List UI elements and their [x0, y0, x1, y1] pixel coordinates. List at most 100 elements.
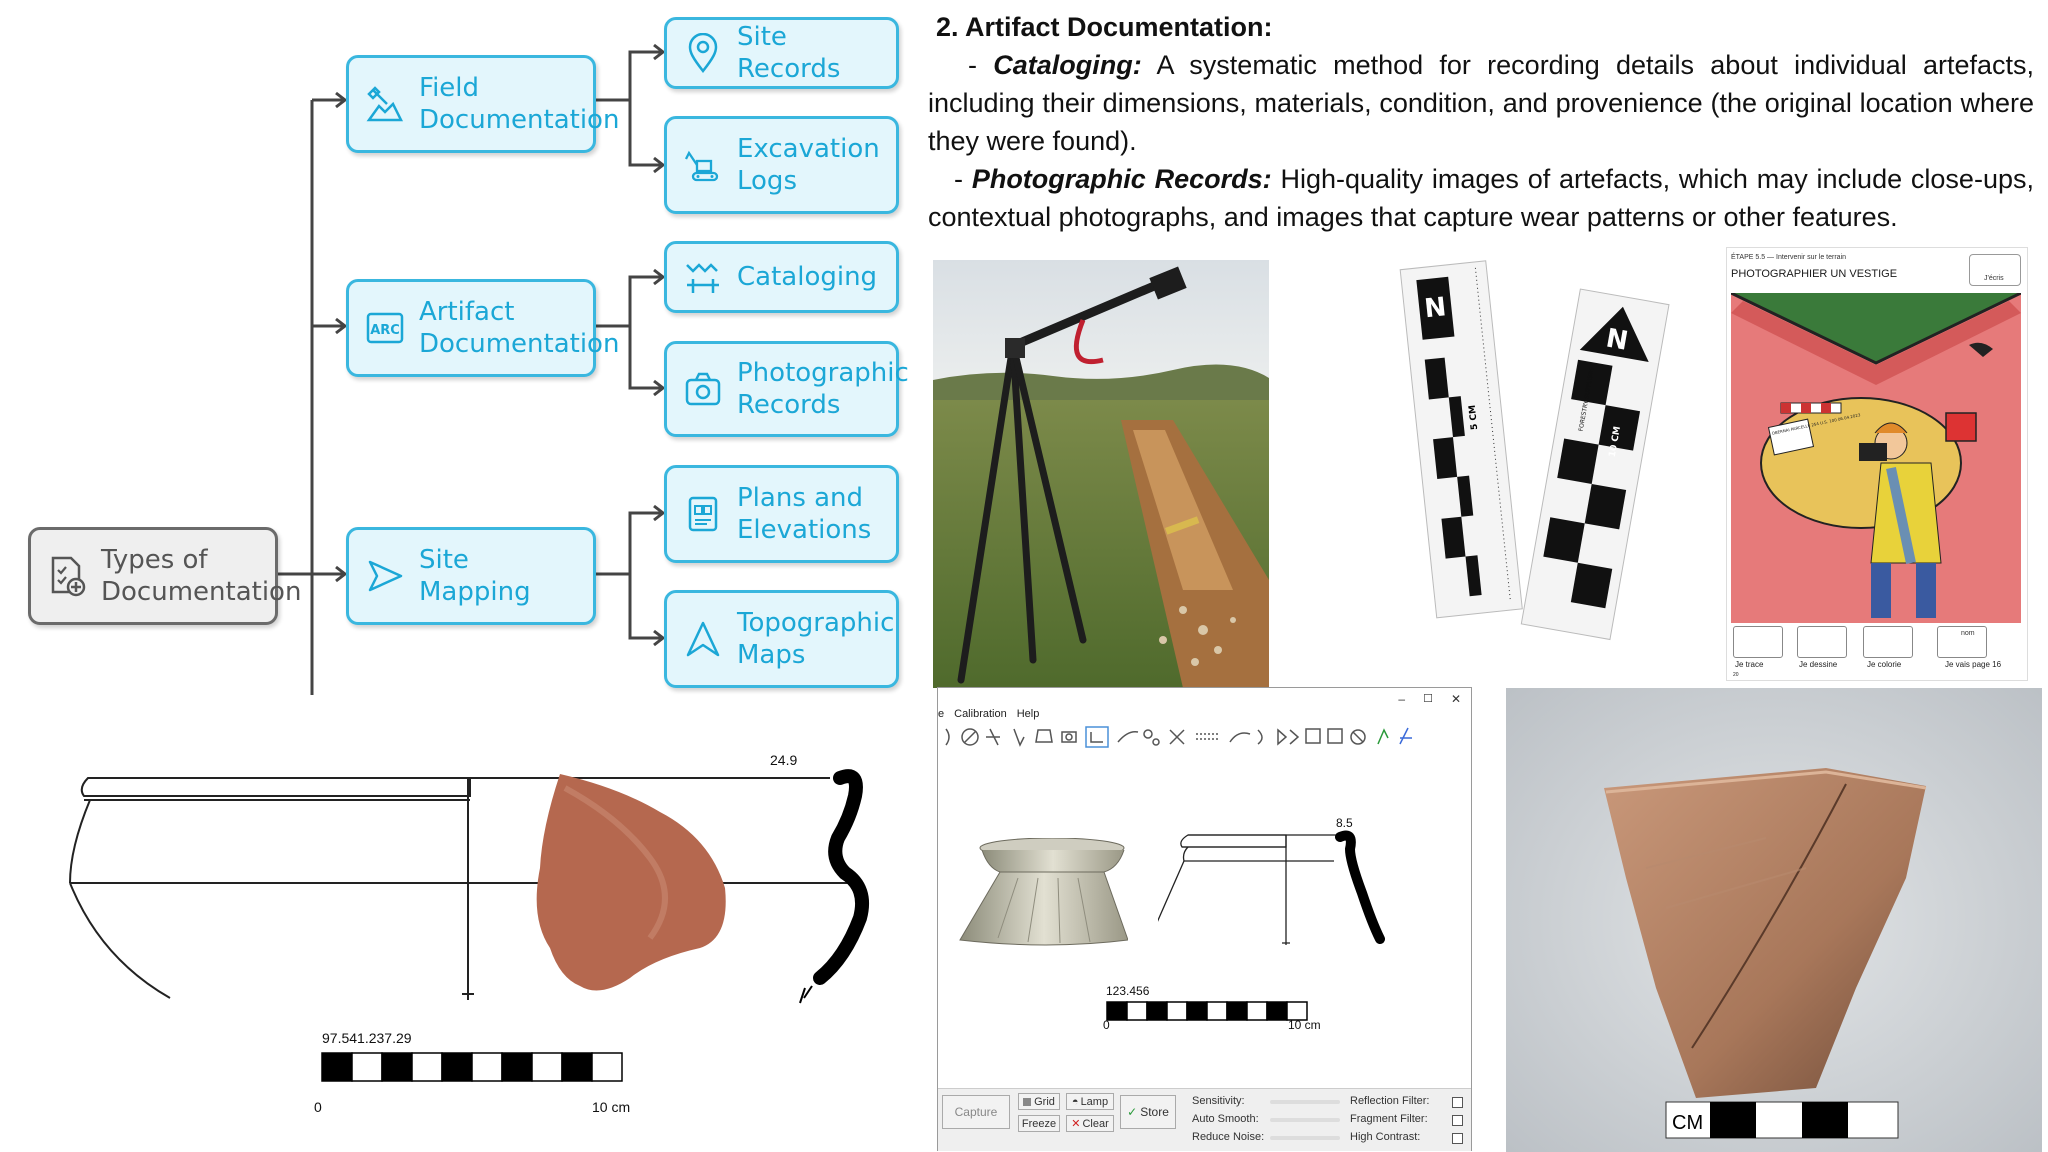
minimize-button[interactable]: – [1398, 692, 1405, 706]
north-letter-left: N [1423, 292, 1448, 324]
step-box-trace [1733, 626, 1783, 658]
clear-button[interactable]: ✕Clear [1066, 1115, 1114, 1132]
sherd-scale-label: CM [1672, 1112, 1703, 1134]
vessel-scale-end: 10 cm [1288, 1018, 1321, 1032]
cataloging-body: A systematic method for recording detail… [928, 50, 2034, 156]
toolbar[interactable] [938, 724, 1471, 750]
sensitivity-label: Sensitivity: [1192, 1095, 1245, 1107]
root-label: Types of Documentation [101, 545, 302, 607]
photographic-term: Photographic Records: [971, 164, 1272, 194]
section-heading: 2. Artifact Documentation: [936, 12, 1273, 42]
field-tripod-photo [933, 260, 1269, 688]
cataloging-paragraph: - Cataloging: A systematic method for re… [928, 50, 2034, 156]
leaf-excavation-logs[interactable]: Excavation Logs [664, 116, 899, 214]
step-label-page: Je vais page 16 [1945, 660, 2002, 669]
scale-end-label: 10 cm [592, 1099, 630, 1115]
vessel-3d-render [959, 838, 1128, 946]
reduce-noise-label: Reduce Noise: [1192, 1131, 1265, 1143]
step-label-trace: Je trace [1735, 660, 1764, 669]
photographic-body: High-quality images of artefacts, which … [928, 164, 2034, 232]
auto-smooth-slider[interactable] [1270, 1118, 1340, 1122]
svg-text:ARC: ARC [370, 323, 400, 338]
leaf-topographic-maps[interactable]: Topographic Maps [664, 590, 899, 688]
worksheet-nom: nom [1961, 630, 1975, 637]
terrain-triangle-icon [681, 617, 725, 661]
step-label-colorie: Je colorie [1867, 660, 1902, 669]
grid-button[interactable]: Grid [1018, 1093, 1060, 1110]
diagram-connectors [276, 43, 666, 695]
lamp-icon: ◓ [1071, 1095, 1079, 1108]
scale-left-label: 5 CM [1468, 404, 1481, 430]
vessel-catalog-number: 123.456 [1106, 984, 1150, 998]
cataloging-term: Cataloging [993, 50, 1133, 80]
artifact-documentation-text: 2. Artifact Documentation: - Cataloging:… [928, 8, 2034, 236]
leaf-plans-and-elevations[interactable]: Plans and Elevations [664, 465, 899, 563]
category-label: Field Documentation [419, 73, 620, 135]
control-panel: Capture Grid ◓Lamp Freeze ✕Clear ✓Store … [938, 1088, 1471, 1151]
leaf-label: Photographic Records [737, 358, 909, 420]
leaf-label: Excavation Logs [737, 134, 880, 196]
clear-icon: ✕ [1071, 1118, 1081, 1130]
leaf-label: Plans and Elevations [737, 483, 872, 545]
scale-bar [321, 1052, 623, 1082]
vessel-scale-start: 0 [1103, 1018, 1110, 1032]
checklist-add-icon [45, 554, 89, 598]
leaf-label: Site Records [737, 22, 841, 84]
store-button[interactable]: ✓Store [1120, 1095, 1176, 1129]
step-box-colorie [1863, 626, 1913, 658]
reduce-noise-slider[interactable] [1270, 1136, 1340, 1140]
pottery-profile-drawing: 24.9 97.541.237.29 0 10 cm [60, 748, 900, 1128]
menu-file[interactable]: e [938, 708, 945, 720]
category-site-mapping[interactable]: Site Mapping [346, 527, 596, 625]
excavator-icon [681, 143, 725, 187]
reflection-filter-checkbox[interactable] [1452, 1097, 1463, 1108]
worksheet-ecris-box: J'écris [1969, 254, 2021, 286]
leaf-site-records[interactable]: Site Records [664, 17, 899, 89]
maximize-button[interactable]: ☐ [1423, 693, 1433, 705]
fragment-filter-checkbox[interactable] [1452, 1115, 1463, 1126]
root-node[interactable]: Types of Documentation [28, 527, 301, 625]
photo-scales: N 5 CM N 10 CM FORESTRY SUPPLIERS [1365, 256, 1685, 656]
grid-icon [1023, 1097, 1032, 1106]
capture-button[interactable]: Capture [942, 1095, 1010, 1129]
send-arrow-icon [363, 554, 407, 598]
worksheet-photographier: ÉTAPE 5.5 — Intervenir sur le terrain PH… [1726, 247, 2028, 681]
step-box-dessine [1797, 626, 1847, 658]
auto-smooth-label: Auto Smooth: [1192, 1113, 1259, 1125]
vessel-diameter: 8.5 [1336, 816, 1353, 830]
leaf-label: Topographic Maps [737, 608, 895, 670]
lasso-icon [945, 728, 950, 746]
north-letter-right: N [1604, 324, 1631, 357]
photographic-paragraph: - Photographic Records: High-quality ima… [928, 164, 2034, 232]
sherd-photo: CM [1506, 688, 2042, 1152]
menu-calibration[interactable]: Calibration [954, 708, 1007, 720]
camera-icon [681, 367, 725, 411]
check-icon: ✓ [1127, 1105, 1138, 1119]
leaf-cataloging[interactable]: Cataloging [664, 241, 899, 313]
category-artifact-documentation[interactable]: ARC Artifact Documentation [346, 279, 619, 377]
freeze-button[interactable]: Freeze [1018, 1115, 1060, 1132]
high-contrast-checkbox[interactable] [1452, 1133, 1463, 1144]
step-box-page [1937, 626, 1987, 658]
app-window[interactable]: – ☐ ✕ e Calibration Help [937, 687, 1472, 1151]
artifact-label-icon: ARC [363, 306, 407, 350]
fragment-filter-label: Fragment Filter: [1350, 1113, 1428, 1125]
sensitivity-slider[interactable] [1270, 1100, 1340, 1104]
worksheet-title: PHOTOGRAPHIER UN VESTIGE [1731, 268, 1898, 280]
lamp-button[interactable]: ◓Lamp [1066, 1093, 1114, 1110]
close-button[interactable]: ✕ [1450, 692, 1461, 706]
catalog-tag-icon [681, 255, 725, 299]
category-field-documentation[interactable]: Field Documentation [346, 55, 619, 153]
category-label: Artifact Documentation [419, 297, 620, 359]
menu-help[interactable]: Help [1016, 708, 1040, 720]
diameter-label: 24.9 [770, 752, 797, 768]
leaf-photographic-records[interactable]: Photographic Records [664, 341, 909, 437]
worksheet-illustration: OBERNAI PARCELLE 254 U.S. 100 06.04.2023 [1731, 293, 2021, 623]
map-pin-icon [681, 31, 725, 75]
scale-start-label: 0 [314, 1099, 322, 1115]
vessel-profile: 8.5 [1158, 816, 1385, 945]
category-label: Site Mapping [419, 545, 531, 607]
worksheet-page-number: 20 [1733, 672, 1739, 678]
leaf-label: Cataloging [737, 262, 878, 292]
step-label-dessine: Je dessine [1799, 660, 1838, 669]
